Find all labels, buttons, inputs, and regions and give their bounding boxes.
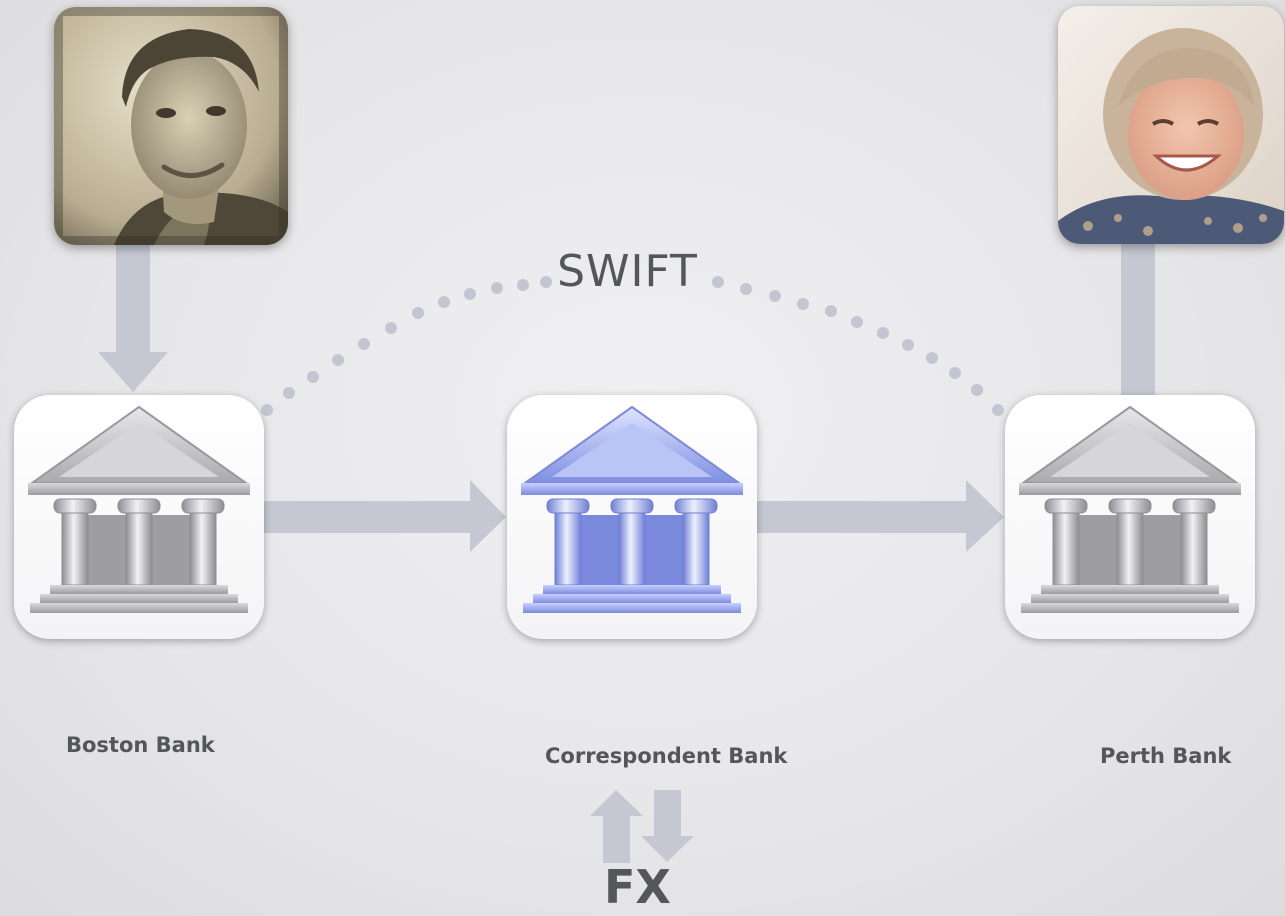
boston-bank-icon (14, 395, 264, 639)
swift-label: SWIFT (557, 246, 698, 297)
correspondent-bank-icon (507, 395, 757, 639)
perth-bank-label: Perth Bank (1100, 744, 1232, 768)
arrow-correspondent-to-perth (757, 480, 1004, 552)
perth-bank-icon (1005, 395, 1255, 639)
arrow-boston-to-correspondent (262, 480, 506, 552)
swift-dotted-arc (261, 276, 1004, 416)
correspondent-bank-label: Correspondent Bank (545, 744, 788, 768)
fx-up-arrow (590, 790, 643, 863)
recipient-photo (1058, 6, 1284, 244)
boston-bank-label: Boston Bank (66, 733, 215, 757)
bar-perth-to-recipient (1121, 243, 1155, 399)
sender-photo (54, 7, 288, 245)
arrow-sender-to-boston (98, 244, 168, 392)
fx-down-arrow (641, 790, 694, 862)
fx-label: FX (604, 860, 671, 914)
